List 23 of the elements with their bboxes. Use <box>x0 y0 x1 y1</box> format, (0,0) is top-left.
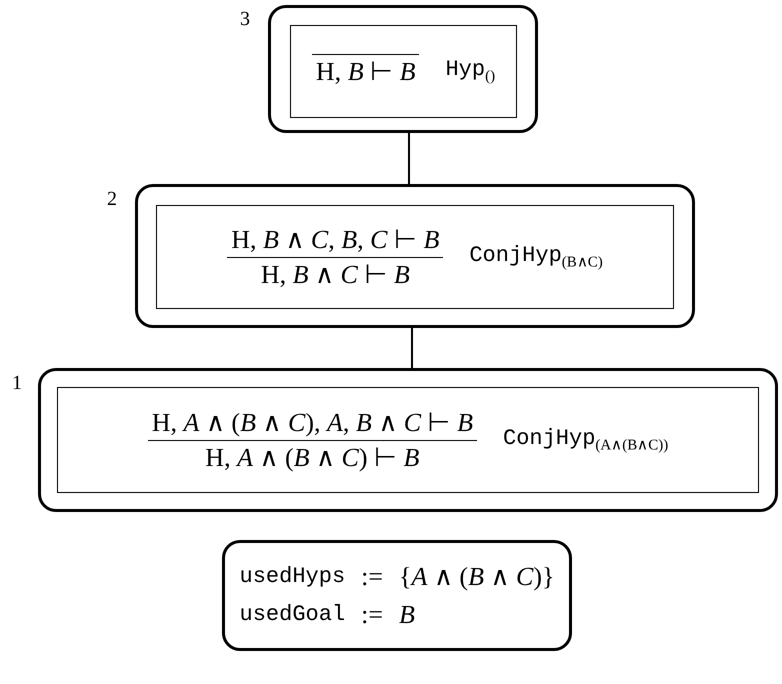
variable-name: usedHyps <box>240 564 346 589</box>
proof-step-frame <box>38 368 778 512</box>
connector-line <box>411 328 413 368</box>
conclusion: H, A ∧ (B ∧ C) ⊢ B <box>148 440 477 474</box>
variable-name: usedGoal <box>240 602 346 627</box>
assigned-value: B <box>399 598 415 630</box>
step-number: 3 <box>240 8 250 31</box>
premise: H, B ∧ C, B, C ⊢ B <box>230 224 440 256</box>
step-number: 1 <box>12 372 22 395</box>
rule-name: ConjHyp$_{(A∧(B∧C))}$ <box>503 426 668 454</box>
proof-step-frame <box>268 5 538 133</box>
connector-line <box>408 133 410 184</box>
conclusion: H, B ⊢ B <box>312 54 420 89</box>
rule-name: ConjHyp$_{(B∧C)}$ <box>469 242 603 272</box>
step-number: 2 <box>107 188 117 211</box>
premise: H, A ∧ (B ∧ C), A, B ∧ C ⊢ B <box>150 406 474 438</box>
assignment-operator: := <box>361 598 384 630</box>
assignment-operator: := <box>361 560 384 592</box>
assigned-value: {A ∧ (B ∧ C)} <box>399 560 554 592</box>
conclusion: H, B ∧ C ⊢ B <box>227 256 444 292</box>
proof-step-frame <box>135 184 695 328</box>
rule-name: Hyp$_{()}$ <box>445 57 496 86</box>
result-box <box>222 540 572 651</box>
